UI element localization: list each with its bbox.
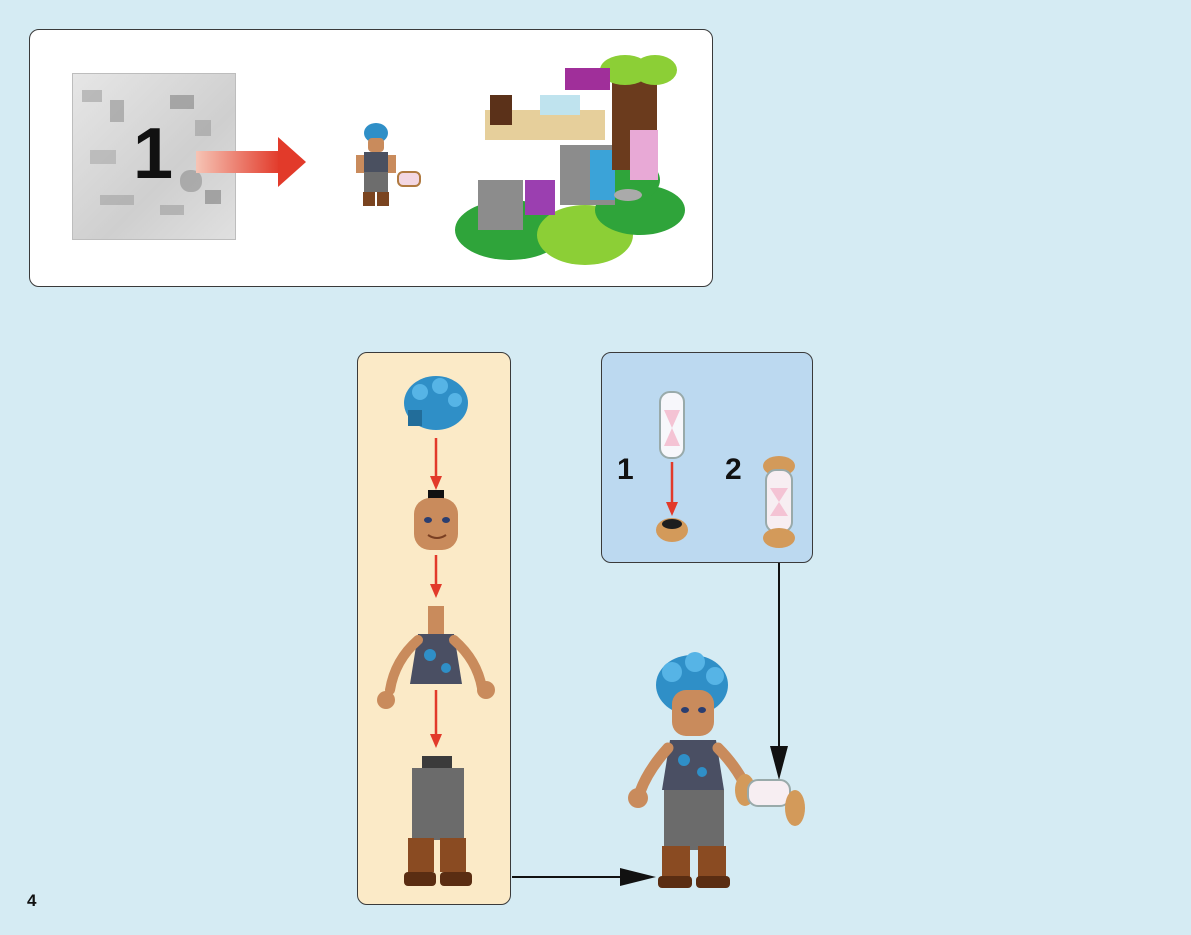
- substep-number-2: 2: [725, 453, 742, 486]
- head-piece: [414, 490, 458, 550]
- lantern-top-piece: [659, 391, 685, 459]
- build-preview: [455, 55, 685, 265]
- page-number: 4: [27, 891, 37, 910]
- final-minifig: [628, 652, 805, 888]
- red-down-arrow-icon: [666, 462, 678, 516]
- torso-piece: [377, 606, 495, 709]
- lantern-assembled: [763, 456, 795, 548]
- substep-number-1: 1: [617, 453, 634, 486]
- red-down-arrow-icon: [430, 438, 442, 490]
- flow-arrow-icon: [770, 563, 788, 780]
- hair-piece: [404, 376, 468, 430]
- bag-number: 1: [133, 114, 174, 194]
- flow-arrow-icon: [196, 137, 306, 187]
- legs-piece: [404, 756, 472, 886]
- lantern-base-piece: [656, 518, 688, 542]
- bag-parts: [82, 90, 221, 215]
- red-down-arrow-icon: [430, 555, 442, 598]
- red-down-arrow-icon: [430, 690, 442, 748]
- minifig-preview: [356, 123, 421, 206]
- flow-arrow-icon: [512, 868, 656, 886]
